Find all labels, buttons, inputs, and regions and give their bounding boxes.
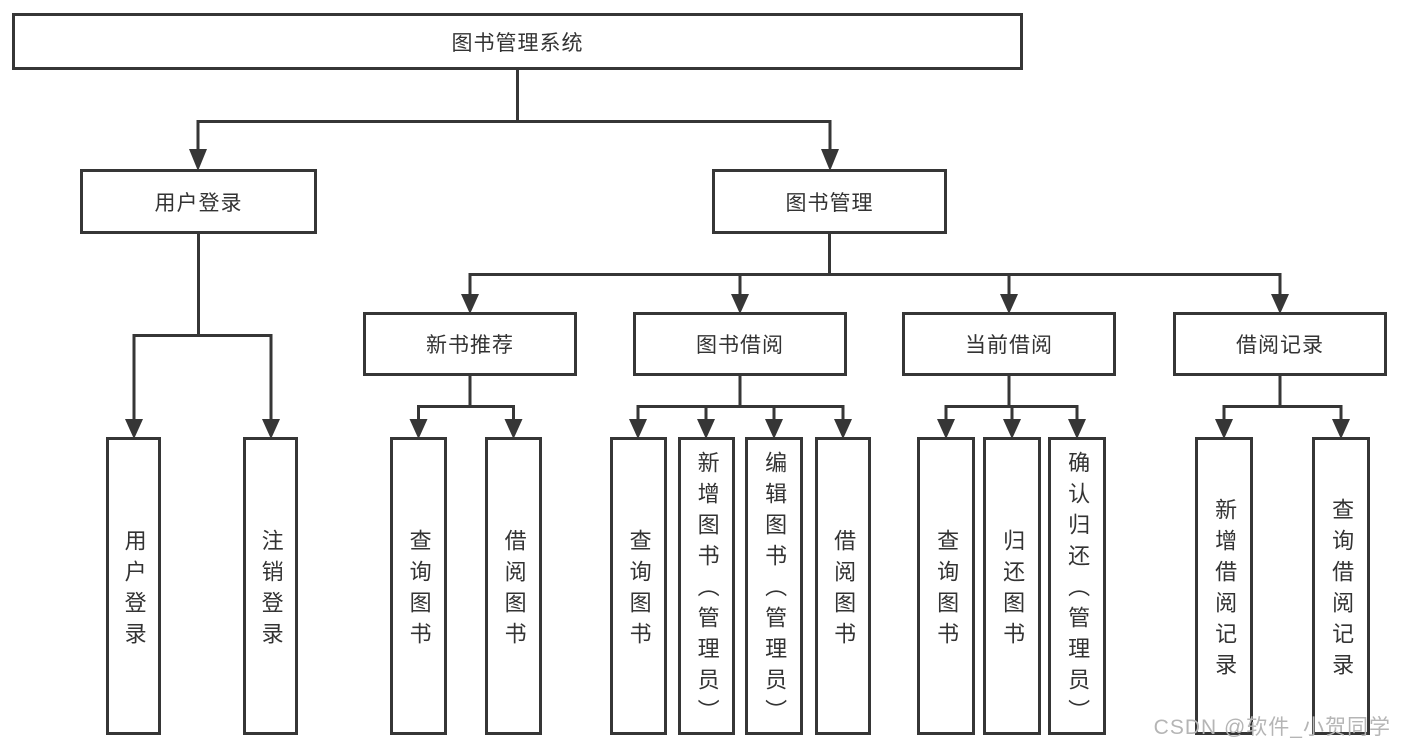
leaf-return-book-label: 归还图书 (1000, 528, 1026, 653)
node-new-book-recommend: 新书推荐 (363, 312, 577, 376)
node-current-borrow-label: 当前借阅 (965, 334, 1053, 357)
leaf-confirm-return-admin: 确认归还（管理员） (1048, 437, 1106, 735)
leaf-return-book: 归还图书 (983, 437, 1041, 735)
leaf-logout: 注销登录 (243, 437, 298, 735)
node-new-book-recommend-label: 新书推荐 (426, 334, 514, 357)
node-current-borrow: 当前借阅 (902, 312, 1116, 376)
node-user-login-module: 用户登录 (80, 169, 317, 234)
node-user-login-module-label: 用户登录 (154, 191, 243, 215)
connector-new-book-branch (409, 376, 523, 439)
connector-borrow-record-branch (1215, 376, 1350, 439)
connector-user-login-branch (125, 234, 280, 439)
leaf-query-borrow-record-label: 查询借阅记录 (1329, 497, 1355, 684)
node-library-system-label: 图书管理系统 (451, 31, 584, 55)
node-book-borrow-label: 图书借阅 (696, 334, 784, 357)
leaf-query-books-recommend: 查询图书 (390, 437, 447, 735)
leaf-query-books-borrow: 查询图书 (610, 437, 667, 735)
leaf-borrow-books: 借阅图书 (815, 437, 871, 735)
leaf-edit-book-admin-label: 编辑图书（管理员） (762, 451, 788, 730)
leaf-add-borrow-record-label: 新增借阅记录 (1212, 497, 1238, 684)
leaf-query-books-current-label: 查询图书 (934, 528, 960, 653)
connector-root-to-level2 (189, 70, 839, 171)
leaf-add-borrow-record: 新增借阅记录 (1195, 437, 1253, 735)
leaf-confirm-return-admin-label: 确认归还（管理员） (1065, 451, 1091, 730)
leaf-logout-label: 注销登录 (258, 528, 284, 653)
leaf-add-book-admin: 新增图书（管理员） (678, 437, 735, 735)
leaf-edit-book-admin: 编辑图书（管理员） (745, 437, 803, 735)
node-library-system: 图书管理系统 (12, 13, 1023, 70)
leaf-borrow-books-recommend-label: 借阅图书 (501, 528, 527, 653)
csdn-watermark: CSDN @软件_小贺同学 (1153, 716, 1391, 739)
node-borrow-records-label: 借阅记录 (1236, 334, 1324, 357)
connector-book-borrow-branch (629, 376, 852, 439)
leaf-query-books-recommend-label: 查询图书 (406, 528, 432, 653)
leaf-add-book-admin-label: 新增图书（管理员） (694, 451, 720, 730)
leaf-user-login-label: 用户登录 (121, 528, 147, 653)
node-book-management-module: 图书管理 (712, 169, 947, 234)
node-book-borrow: 图书借阅 (633, 312, 847, 376)
connector-book-management-branch (461, 234, 1289, 314)
leaf-borrow-books-label: 借阅图书 (831, 528, 857, 653)
leaf-borrow-books-recommend: 借阅图书 (485, 437, 542, 735)
leaf-query-books-current: 查询图书 (917, 437, 975, 735)
node-book-management-module-label: 图书管理 (785, 191, 874, 215)
leaf-user-login: 用户登录 (106, 437, 161, 735)
connector-current-borrow-branch (937, 376, 1086, 439)
node-borrow-records: 借阅记录 (1173, 312, 1387, 376)
leaf-query-borrow-record: 查询借阅记录 (1312, 437, 1370, 735)
leaf-query-books-borrow-label: 查询图书 (626, 528, 652, 653)
